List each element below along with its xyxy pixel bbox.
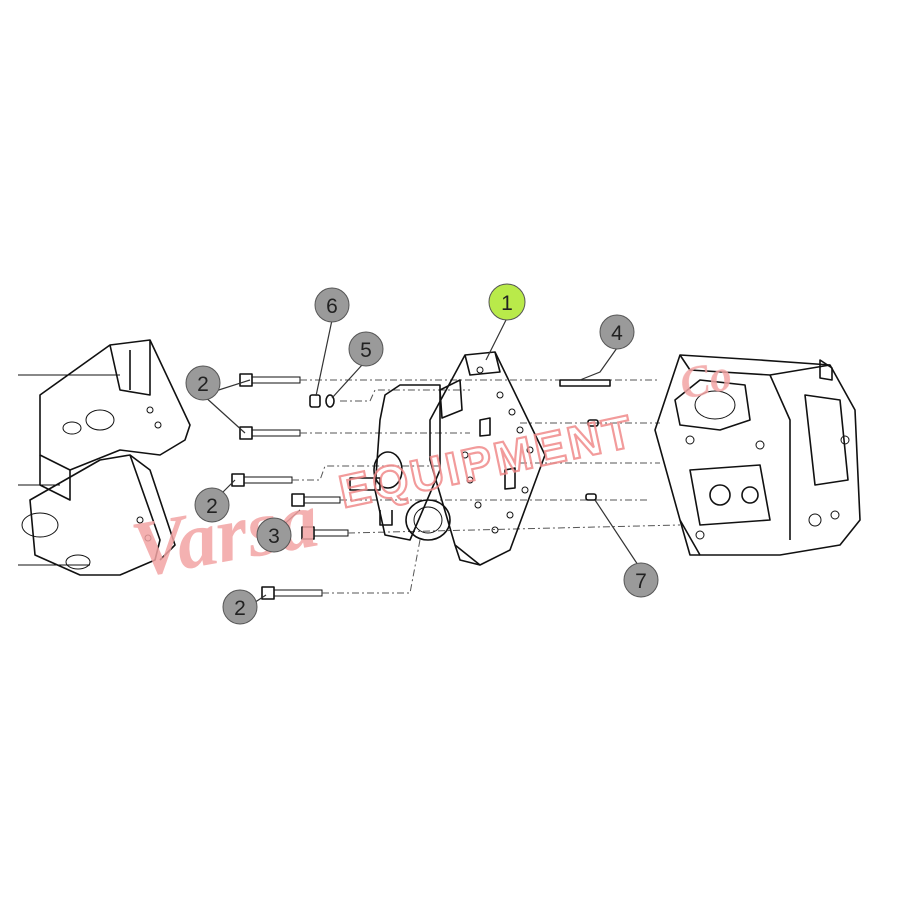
callout-2-upper-label: 2 — [197, 373, 209, 396]
callout-7: 7 — [623, 562, 659, 598]
callout-2-lower: 2 — [222, 589, 258, 625]
callout-2-middle-label: 2 — [206, 495, 218, 518]
callout-6-label: 6 — [326, 295, 338, 318]
dowel-pins — [559, 379, 611, 501]
callout-2-lower-label: 2 — [234, 597, 246, 620]
callout-5: 5 — [348, 331, 384, 367]
callout-2-middle: 2 — [194, 487, 230, 523]
gearbox-housing — [654, 354, 861, 556]
watermark-suffix: Co — [675, 350, 735, 409]
callout-4-label: 4 — [611, 322, 623, 345]
callout-3: 3 — [256, 517, 292, 553]
callout-4: 4 — [599, 314, 635, 350]
callout-1-label: 1 — [501, 292, 513, 315]
callout-leaders — [202, 317, 639, 613]
main-pump-assembly — [349, 351, 546, 566]
callout-6: 6 — [314, 287, 350, 323]
left-mounting-bracket — [18, 339, 191, 576]
callout-1: 1 — [488, 283, 526, 321]
callout-3-label: 3 — [268, 525, 280, 548]
callout-2-upper: 2 — [185, 365, 221, 401]
callout-5-label: 5 — [360, 339, 372, 362]
callout-7-label: 7 — [635, 570, 647, 593]
